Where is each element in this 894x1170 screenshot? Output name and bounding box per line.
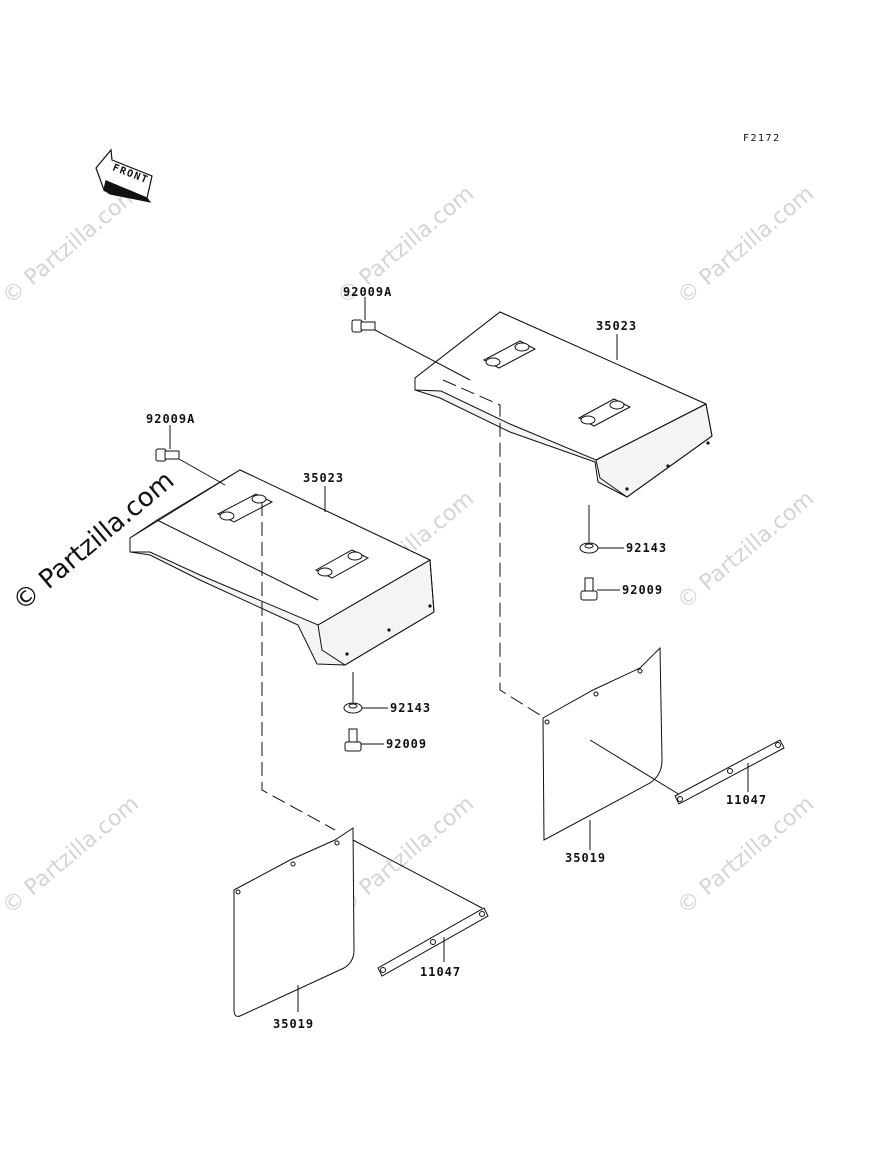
callout-washer-left: 92143 [390, 701, 431, 715]
bolt-92009a-right [351, 297, 471, 381]
watermark: © Partzilla.com [0, 791, 144, 919]
callout-bolt-92009a-right: 92009A [343, 285, 392, 299]
bolt-92009-right [580, 577, 598, 601]
callout-bolt-right: 92009 [622, 583, 663, 597]
callout-mud-flap-left: 35019 [273, 1017, 314, 1031]
callout-bar-right: 11047 [726, 793, 767, 807]
mud-flap-left [233, 827, 355, 1017]
mud-flap-right [542, 646, 663, 841]
washer-92143-left [343, 702, 363, 714]
callout-mud-flap-right: 35019 [565, 851, 606, 865]
right-assembly: 92009A 35023 92143 92009 35019 [343, 285, 785, 865]
rack-cover-left [129, 469, 435, 666]
callout-rack-cover-left: 35023 [303, 471, 344, 485]
mount-pad [314, 549, 370, 579]
mount-pad [577, 398, 632, 427]
watermark: © Partzilla.com [333, 791, 479, 919]
front-arrow-icon: FRONT [95, 148, 153, 203]
callout-rack-cover-right: 35023 [596, 319, 637, 333]
reinforce-bar-left [377, 907, 489, 977]
watermark: © Partzilla.com [673, 791, 819, 919]
bolt-92009a-left [155, 425, 226, 486]
mount-pad [482, 340, 537, 369]
mount-pad [216, 493, 274, 523]
washer-92143-right [579, 542, 599, 554]
callout-bolt-92009a-left: 92009A [146, 412, 195, 426]
callout-bolt-left: 92009 [386, 737, 427, 751]
callout-washer-right: 92143 [626, 541, 667, 555]
watermark: © Partzilla.com [673, 181, 819, 309]
figure-code: F2172 [743, 133, 781, 144]
bolt-92009-left [344, 728, 362, 752]
callout-bar-left: 11047 [420, 965, 461, 979]
reinforce-bar-right [674, 739, 785, 805]
left-assembly: 92009A 35023 92143 92009 35019 [129, 412, 489, 1031]
rack-cover-right [414, 311, 713, 498]
watermark: © Partzilla.com [0, 181, 144, 309]
watermark: © Partzilla.com [673, 486, 819, 614]
